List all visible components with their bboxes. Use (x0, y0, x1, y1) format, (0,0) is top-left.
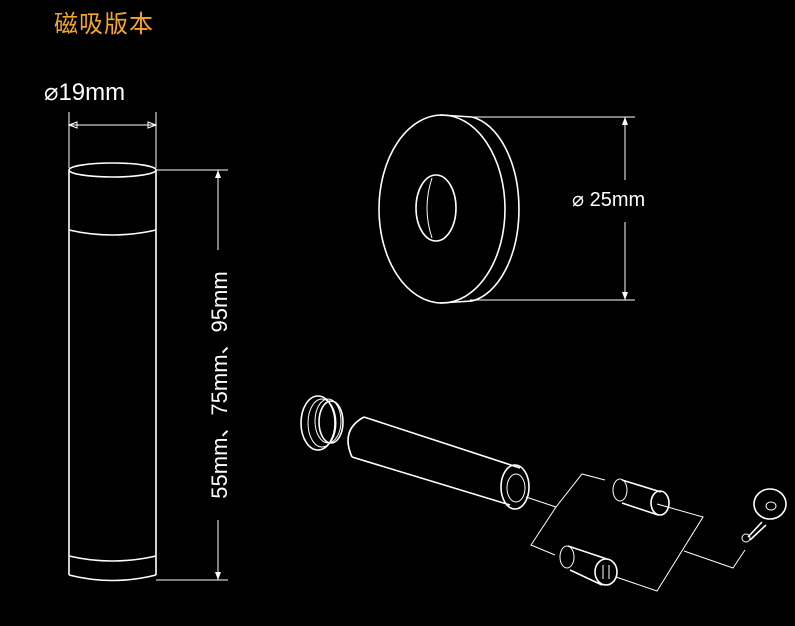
magnet-lower (559, 545, 618, 586)
tube-front-view (67, 112, 228, 582)
disk-diameter-label: ⌀ 25mm (572, 189, 646, 211)
diameter-icon: ⌀ (44, 79, 59, 106)
screw-icon (747, 521, 767, 541)
diameter-icon: ⌀ (572, 189, 585, 211)
magnet-disk (378, 114, 635, 304)
tube-diameter-label: ⌀19mm (44, 79, 126, 106)
exploded-view (300, 395, 787, 592)
washer (753, 488, 787, 520)
page-title: 磁吸版本 (54, 10, 154, 38)
magnet-upper (612, 478, 670, 516)
